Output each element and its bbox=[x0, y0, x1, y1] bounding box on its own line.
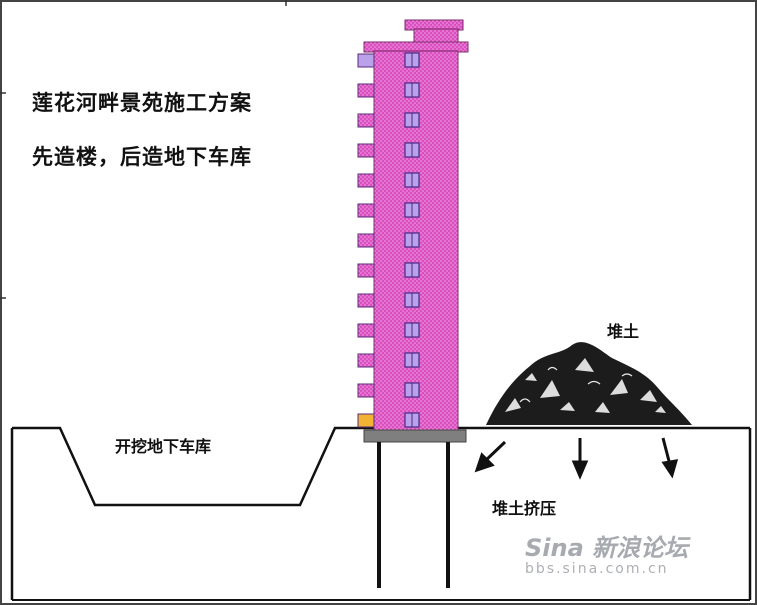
arrow-head-middle bbox=[571, 460, 589, 480]
title-line-2: 先造楼，后造地下车库 bbox=[32, 145, 252, 169]
soil-pressure-label: 堆土挤压 bbox=[492, 499, 557, 518]
balcony bbox=[357, 233, 375, 248]
balcony bbox=[357, 293, 375, 308]
pressure-arrows bbox=[474, 437, 679, 480]
soil-pile bbox=[486, 342, 692, 425]
balcony bbox=[357, 353, 375, 368]
arrow-shaft-right bbox=[661, 437, 672, 466]
balcony bbox=[357, 143, 375, 158]
balcony bbox=[357, 323, 375, 338]
arrow-head-right bbox=[661, 459, 679, 479]
building bbox=[357, 19, 469, 443]
roof-stair-tower bbox=[413, 28, 459, 44]
watermark-brand: Sina 新浪论坛 bbox=[525, 534, 689, 562]
soil-pile-label: 堆土 bbox=[607, 322, 640, 341]
title-line-1: 莲花河畔景苑施工方案 bbox=[32, 91, 252, 115]
balcony bbox=[357, 53, 375, 68]
foundation-slab bbox=[363, 429, 467, 443]
balcony bbox=[357, 113, 375, 128]
balcony bbox=[357, 173, 375, 188]
watermark-url: bbs.sina.com.cn bbox=[525, 561, 669, 577]
soil-texture-strokes bbox=[519, 366, 633, 403]
balcony bbox=[357, 413, 375, 428]
arrow-head-left bbox=[474, 452, 495, 473]
balcony bbox=[357, 203, 375, 218]
balcony bbox=[357, 383, 375, 398]
balcony bbox=[357, 263, 375, 278]
soil-texture bbox=[505, 358, 666, 413]
excavation-label: 开挖地下车库 bbox=[115, 437, 212, 456]
balcony bbox=[357, 83, 375, 98]
